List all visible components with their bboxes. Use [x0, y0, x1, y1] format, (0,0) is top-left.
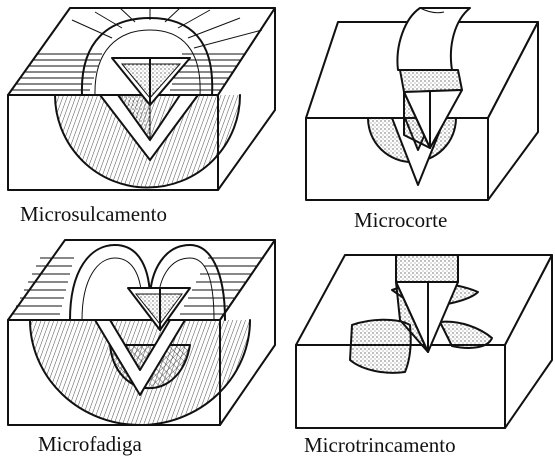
block-microtrincamento: [296, 255, 552, 428]
block-microsulcamento: [8, 8, 275, 190]
panel-microtrincamento: [296, 255, 552, 428]
block-microcorte: [306, 8, 538, 200]
block-microfadiga: [8, 240, 275, 425]
panel-microfadiga: [8, 240, 275, 425]
caption-microsulcamento: Microsulcamento: [20, 202, 167, 227]
caption-microtrincamento: Microtrincamento: [304, 433, 456, 458]
panel-microcorte: [306, 8, 538, 200]
panel-microsulcamento: [8, 8, 275, 190]
caption-microfadiga: Microfadiga: [38, 432, 142, 457]
caption-microcorte: Microcorte: [354, 208, 447, 233]
